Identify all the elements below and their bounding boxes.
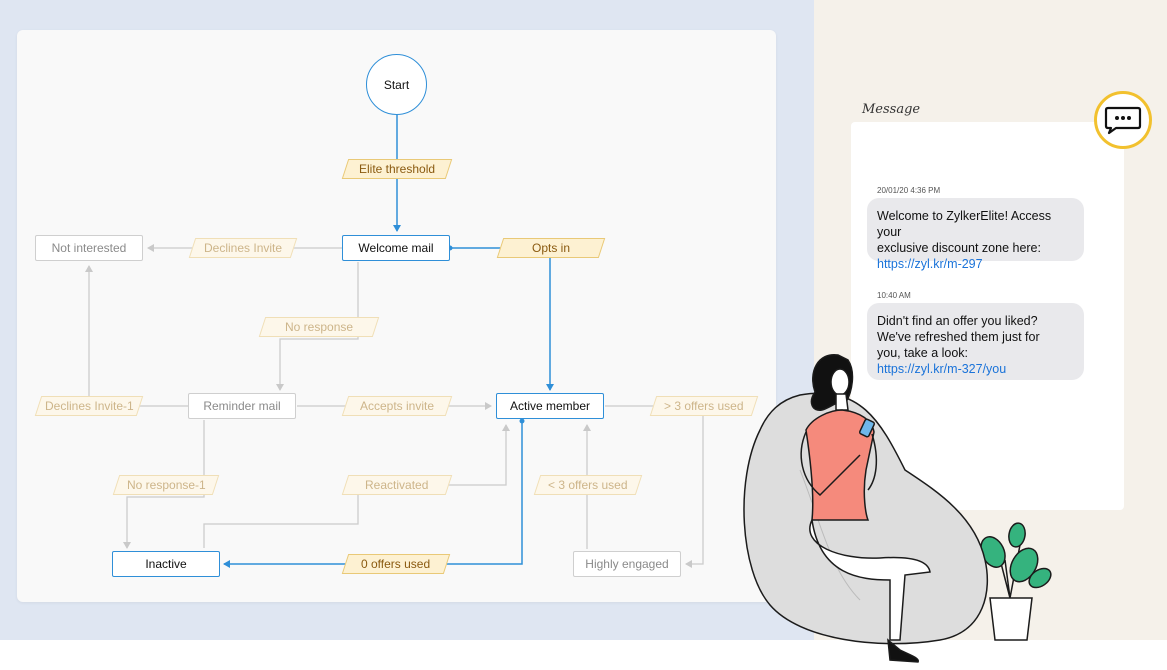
message-text-line: We've refreshed them just for — [877, 330, 1040, 344]
chat-bubble-icon[interactable] — [1094, 91, 1152, 149]
condition-reactivated[interactable]: Reactivated — [341, 475, 453, 495]
condition-declines-invite-1[interactable]: Declines Invite-1 — [34, 396, 144, 416]
condition-opts-in[interactable]: Opts in — [496, 238, 606, 258]
message-text-line: Welcome to ZylkerElite! Access your — [877, 209, 1052, 239]
message-timestamp: 20/01/20 4:36 PM — [877, 186, 941, 195]
message-link[interactable]: https://zyl.kr/m-297 — [877, 257, 983, 271]
inactive-node[interactable]: Inactive — [112, 551, 220, 577]
highly-engaged-node[interactable]: Highly engaged — [573, 551, 681, 577]
not-interested-node[interactable]: Not interested — [35, 235, 143, 261]
edge-inactive-active — [203, 424, 510, 548]
condition-less-3-offers[interactable]: < 3 offers used — [533, 475, 643, 495]
message-bubble: Didn't find an offer you liked? We've re… — [867, 303, 1084, 380]
edge-reminder-inactive — [123, 420, 205, 549]
edge-active-inactive — [223, 421, 523, 568]
condition-more-3-offers[interactable]: > 3 offers used — [649, 396, 759, 416]
condition-zero-offers[interactable]: 0 offers used — [341, 554, 451, 574]
condition-elite-threshold[interactable]: Elite threshold — [341, 159, 453, 179]
welcome-mail-node[interactable]: Welcome mail — [342, 235, 450, 261]
message-text-line: you, take a look: — [877, 346, 969, 360]
message-text-line: Didn't find an offer you liked? — [877, 314, 1038, 328]
active-member-node[interactable]: Active member — [496, 393, 604, 419]
condition-accepts-invite[interactable]: Accepts invite — [341, 396, 453, 416]
message-link[interactable]: https://zyl.kr/m-327/you — [877, 362, 1007, 376]
bottom-background — [0, 640, 1167, 670]
condition-declines-invite[interactable]: Declines Invite — [188, 238, 298, 258]
message-text-line: exclusive discount zone here: — [877, 241, 1041, 255]
condition-no-response[interactable]: No response — [258, 317, 380, 337]
condition-no-response-1[interactable]: No response-1 — [112, 475, 220, 495]
edge-reminder-notinterested — [85, 265, 188, 407]
message-timestamp: 10:40 AM — [877, 291, 911, 300]
message-label: Message — [862, 102, 921, 117]
edge-welcome-reminder — [276, 262, 359, 391]
message-bubble: Welcome to ZylkerElite! Access your excl… — [867, 198, 1084, 271]
reminder-mail-node[interactable]: Reminder mail — [188, 393, 296, 419]
start-node[interactable]: Start — [366, 54, 427, 115]
edge-welcome-active — [450, 247, 554, 391]
